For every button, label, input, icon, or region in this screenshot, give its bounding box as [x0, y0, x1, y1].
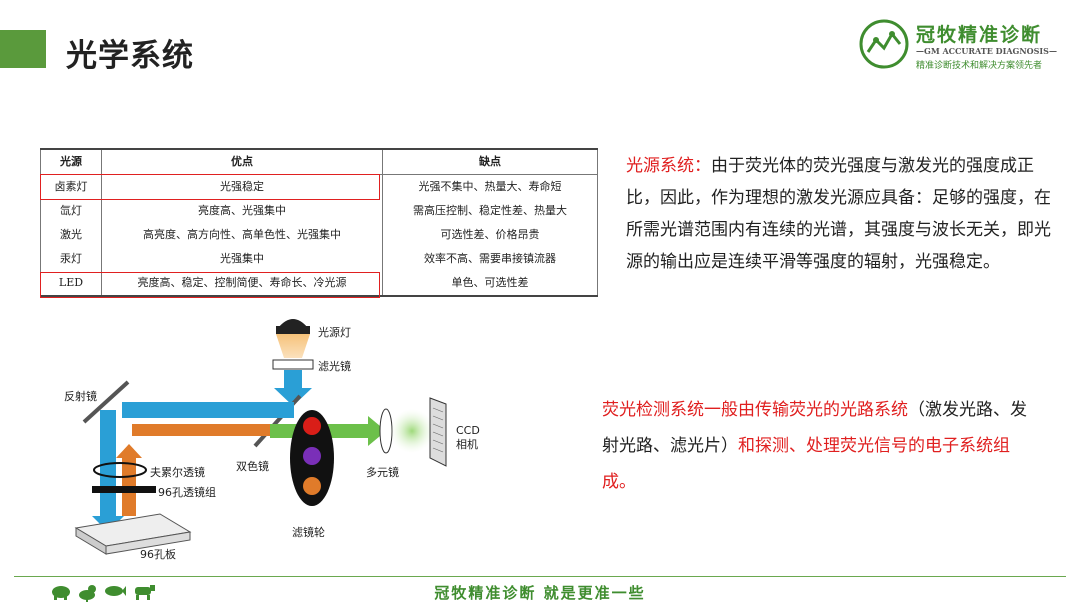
- table-cell-pros: 高亮度、高方向性、高单色性、光强集中: [101, 223, 383, 247]
- light-source-table: 光源 优点 缺点 卤素灯 光强稳定 光强不集中、热量大、寿命短 氙灯 亮度高、光…: [40, 148, 598, 297]
- label-fresnel: 夫累尔透镜: [150, 466, 205, 479]
- label-filter: 滤光镜: [318, 360, 351, 373]
- highlight-box-led: [40, 272, 380, 298]
- table-row: 卤素灯 光强稳定 光强不集中、热量大、寿命短: [40, 174, 598, 199]
- table-cell-cons: 单色、可选性差: [382, 271, 598, 297]
- detection-red-lead: 荧光检测系统一般由传输荧光的光路系统: [602, 400, 908, 420]
- light-source-body: 由于荧光体的荧光强度与激发光的强度成正比，因此，作为理想的激发光源应具备：足够的…: [626, 156, 1051, 272]
- table-cell-pros: 光强稳定: [101, 174, 383, 199]
- detection-system-description: 荧光检测系统一般由传输荧光的光路系统（激发光路、发射光路、滤光片）和探测、处理荧…: [602, 392, 1042, 500]
- company-logo: 冠牧精准诊断 —GM ACCURATE DIAGNOSIS— 精准诊断技术和解决…: [858, 18, 1058, 74]
- table-cell-source: 激光: [40, 223, 102, 247]
- cow-icon: [135, 585, 155, 600]
- page-title: 光学系统: [66, 38, 194, 74]
- fish-icon: [105, 586, 126, 596]
- filter-plate-icon: [272, 359, 314, 370]
- table-cell-cons: 需高压控制、稳定性差、热量大: [382, 199, 598, 223]
- label-lens-group: 96孔透镜组: [158, 486, 216, 499]
- blue-beam-left-icon: [122, 402, 294, 418]
- table-cell-cons: 效率不高、需要串接镇流器: [382, 247, 598, 271]
- logo-slogan: 精准诊断技术和解决方案领先者: [916, 61, 1043, 71]
- light-source-lamp-icon: [276, 319, 310, 358]
- table-cell-pros: 亮度高、光强集中: [101, 199, 383, 223]
- orange-beam-right-icon: [132, 424, 302, 436]
- table-row: 氙灯 亮度高、光强集中 需高压控制、稳定性差、热量大: [40, 199, 598, 223]
- label-reflector: 反射镜: [64, 390, 97, 403]
- footer-slogan: 冠牧精准诊断 就是更准一些: [434, 584, 646, 602]
- light-source-heading: 光源系统：: [626, 156, 711, 176]
- table-cell-cons: 可选性差、价格昂贵: [382, 223, 598, 247]
- logo-name: 冠牧精准诊断: [916, 24, 1043, 46]
- table-cell-source: LED: [40, 271, 102, 297]
- table-cell-source: 卤素灯: [40, 174, 102, 199]
- table-cell-source: 汞灯: [40, 247, 102, 271]
- title-accent-bar: [0, 30, 46, 68]
- label-multi-lens: 多元镜: [366, 466, 399, 479]
- optical-diagram-svg: [74, 319, 447, 555]
- table-cell-source: 氙灯: [40, 199, 102, 223]
- light-source-description: 光源系统：由于荧光体的荧光强度与激发光的强度成正比，因此，作为理想的激发光源应具…: [626, 150, 1056, 278]
- label-plate: 96孔板: [140, 548, 176, 561]
- highlight-box-halogen: [40, 174, 380, 200]
- table-row: LED 亮度高、稳定、控制简便、寿命长、冷光源 单色、可选性差: [40, 271, 598, 297]
- table-header-cell: 缺点: [382, 148, 598, 175]
- 96-well-plate-icon: [74, 513, 192, 555]
- table-cell-pros: 亮度高、稳定、控制简便、寿命长、冷光源: [101, 271, 383, 297]
- label-filter-wheel: 滤镜轮: [292, 526, 325, 539]
- optical-path-diagram: 光源灯 滤光镜 反射镜 夫累尔透镜 96孔透镜组 双色镜 滤镜轮 多元镜 CCD…: [50, 306, 530, 568]
- reflector-mirror-icon: [82, 380, 130, 424]
- label-ccd: CCD 相机: [456, 424, 480, 451]
- fresnel-lens-icon: [93, 462, 147, 478]
- detection-black-mid: （激发光路、发射光路、滤光片）: [602, 400, 1027, 456]
- footer-animal-icons: [50, 584, 160, 602]
- label-lamp: 光源灯: [318, 326, 351, 339]
- ccd-camera-icon: [429, 397, 447, 467]
- logo-english: —GM ACCURATE DIAGNOSIS—: [916, 46, 1057, 56]
- table-row: 激光 高亮度、高方向性、高单色性、光强集中 可选性差、价格昂贵: [40, 223, 598, 247]
- table-header-row: 光源 优点 缺点: [40, 148, 598, 175]
- filter-wheel-icon: [290, 410, 334, 506]
- lens-group-icon: [92, 486, 156, 493]
- logo-mark-icon: [859, 19, 909, 69]
- pig-icon: [52, 586, 70, 600]
- table-cell-pros: 光强集中: [101, 247, 383, 271]
- label-dichroic: 双色镜: [236, 460, 269, 473]
- table-header-cell: 优点: [101, 148, 383, 175]
- blue-beam-down-icon: [274, 370, 312, 406]
- table-cell-cons: 光强不集中、热量大、寿命短: [382, 174, 598, 199]
- detection-red-tail: 和探测、处理荧光信号的电子系统组成。: [602, 436, 1010, 492]
- footer-divider: [14, 576, 1066, 577]
- table-header-cell: 光源: [40, 148, 102, 175]
- chicken-icon: [79, 585, 96, 602]
- table-row: 汞灯 光强集中 效率不高、需要串接镇流器: [40, 247, 598, 271]
